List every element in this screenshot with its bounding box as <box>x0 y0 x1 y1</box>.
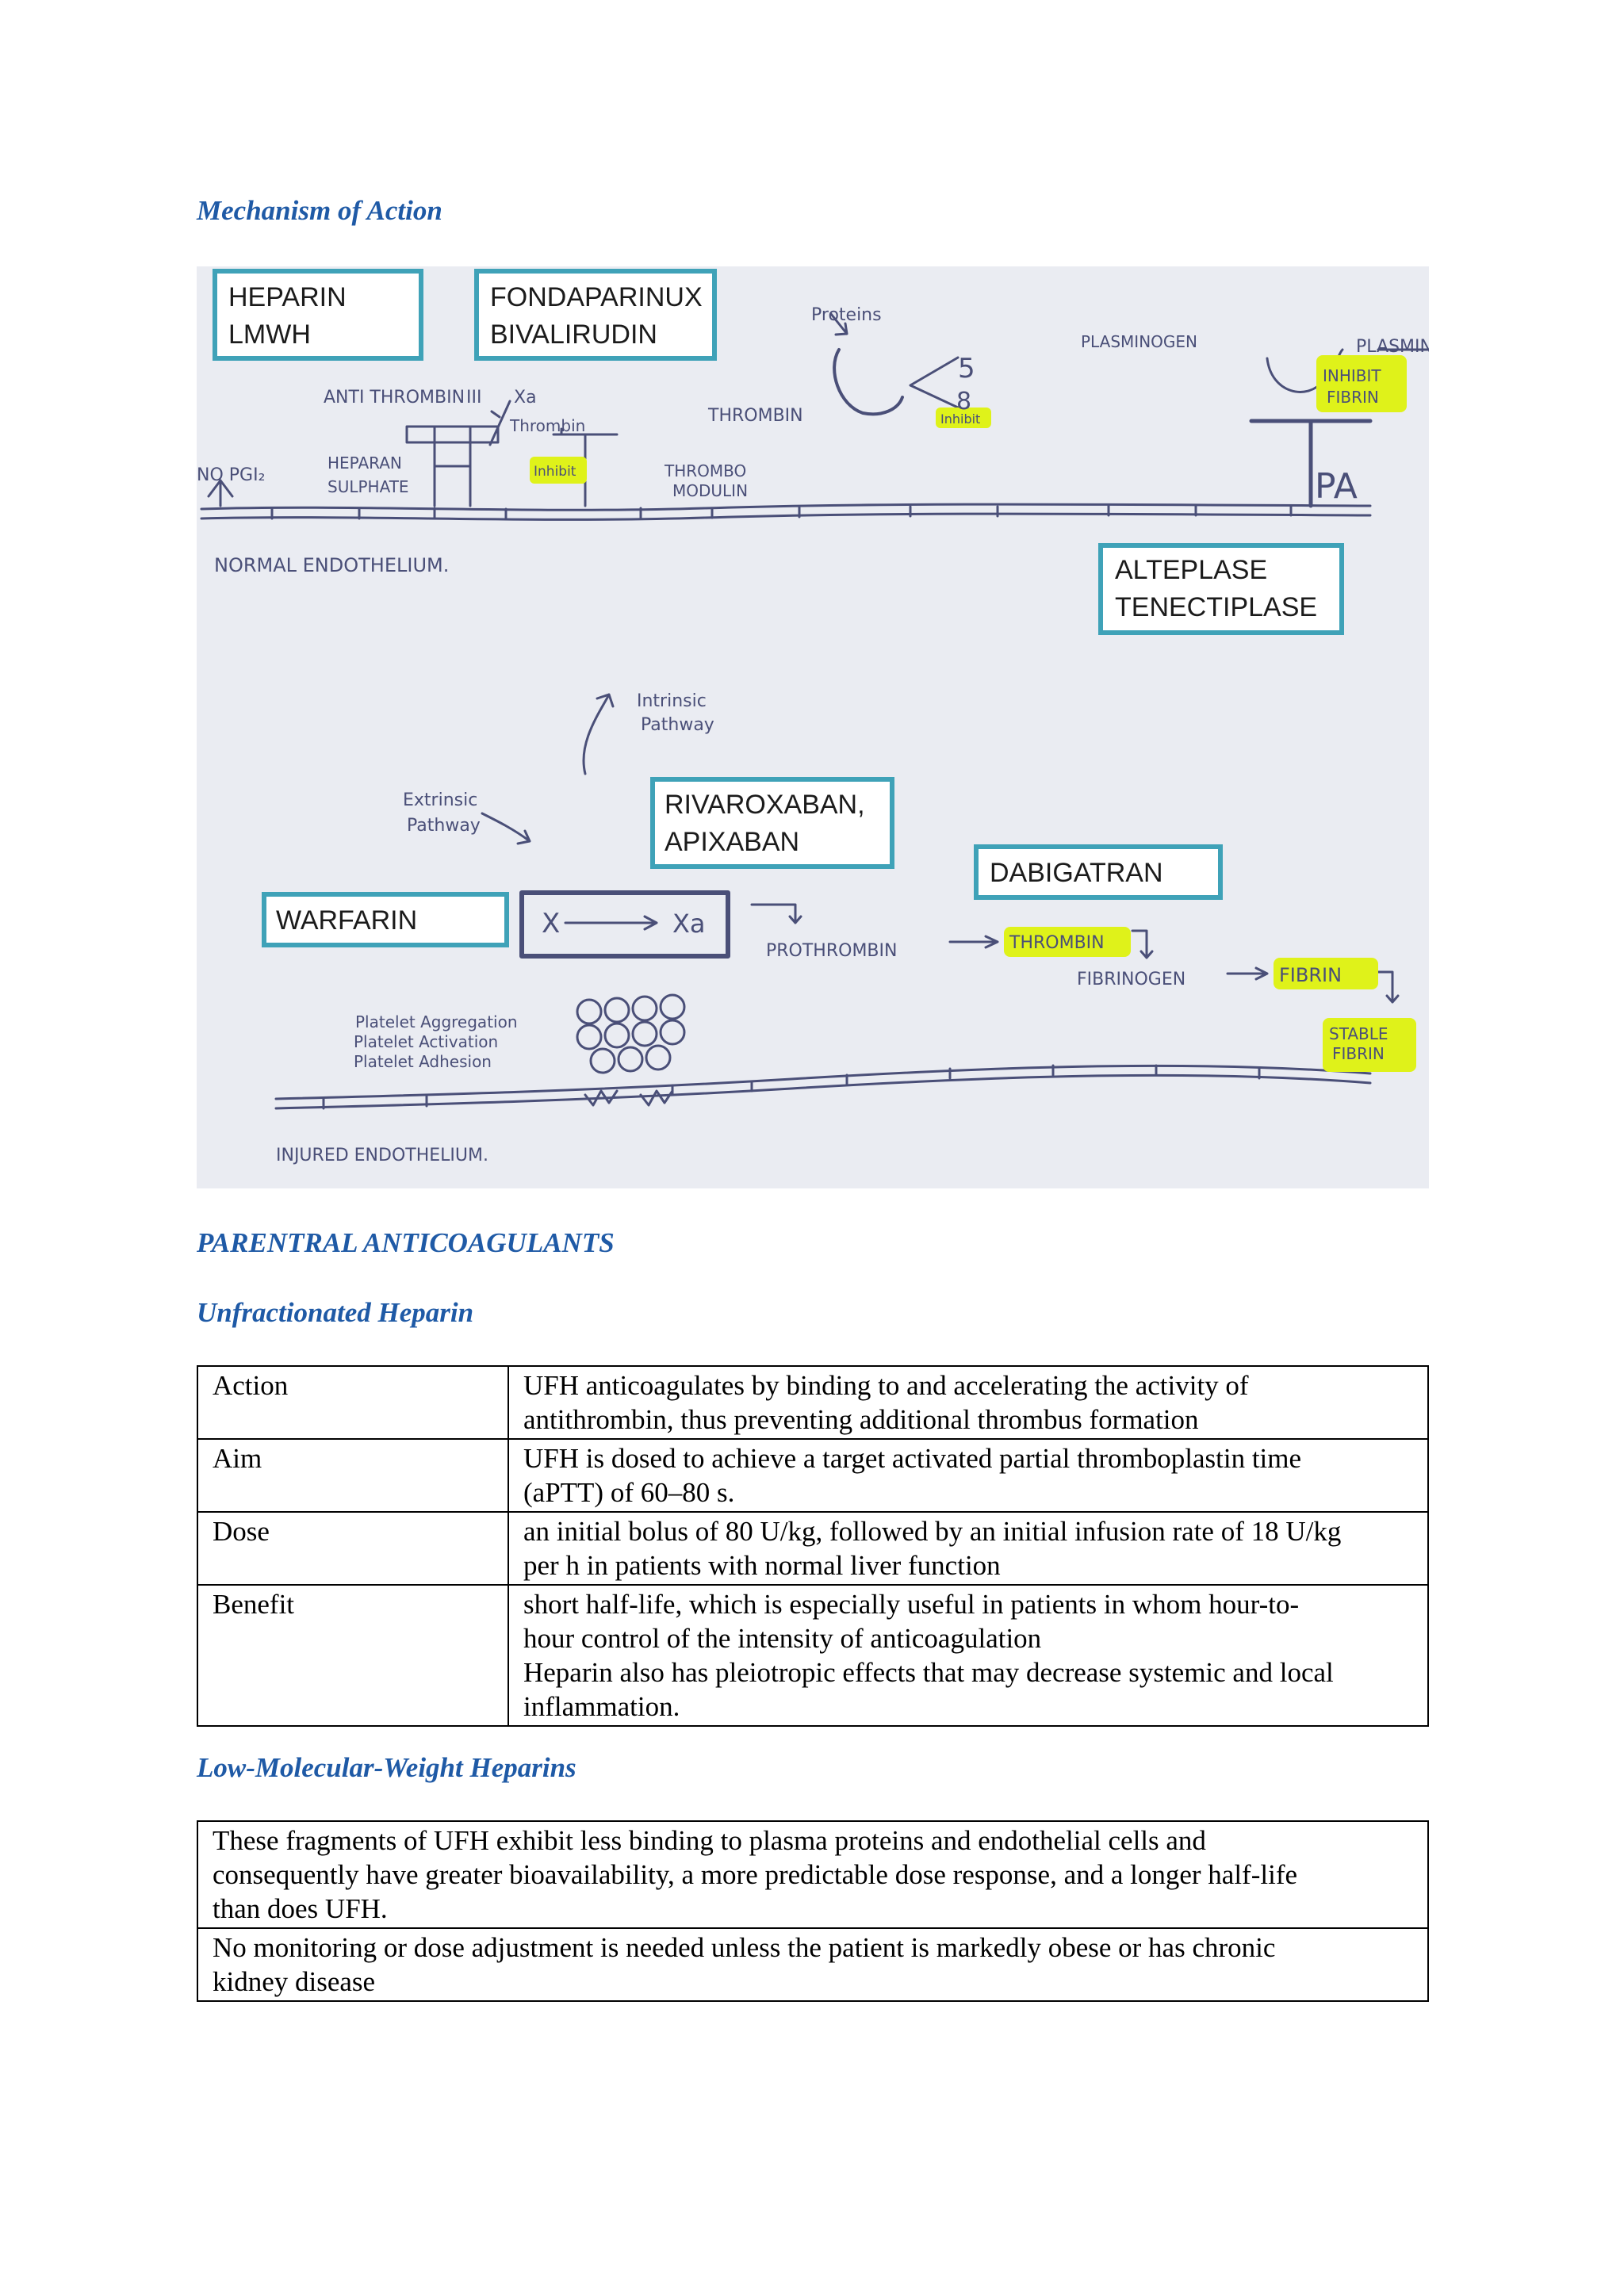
alteplase-label: ALTEPLASE <box>1115 555 1267 585</box>
lmwh-cell-bioavailability: These fragments of UFH exhibit less bind… <box>197 1820 1429 1929</box>
extrinsic-label: Extrinsic <box>403 790 477 810</box>
table-value-action: UFH anticoagulates by binding to and acc… <box>508 1365 1429 1440</box>
heparan-label: HEPARAN <box>327 453 402 473</box>
antithrombin-h-shape <box>405 425 500 507</box>
heparin-label: HEPARIN <box>228 282 347 312</box>
table-row: Aim UFH is dosed to achieve a target act… <box>197 1438 1429 1513</box>
plasmin-arrow <box>1377 348 1429 351</box>
highlights <box>530 355 1416 1072</box>
injured-endothelium-label: INJURED ENDOTHELIUM. <box>276 1146 488 1165</box>
table-key-action: Action <box>197 1365 509 1440</box>
platelet-activation-label: Platelet Activation <box>354 1032 498 1051</box>
section-heading-ufh: Unfractionated Heparin <box>197 1297 474 1328</box>
pathway-label-extrinsic: Pathway <box>407 816 481 836</box>
platelet-cluster <box>576 993 686 1074</box>
factor-xa-label: Xa <box>672 909 706 939</box>
lmwh-cell-monitoring: No monitoring or dose adjustment is need… <box>197 1927 1429 2002</box>
table-row: Dose an initial bolus of 80 U/kg, follow… <box>197 1511 1429 1586</box>
no-pgi2-label: NO PGI₂ <box>197 465 265 485</box>
section-heading-parentral: PARENTRAL ANTICOAGULANTS <box>197 1227 615 1258</box>
table-key-aim: Aim <box>197 1438 509 1513</box>
table-row: These fragments of UFH exhibit less bind… <box>197 1820 1429 1929</box>
xa-label: Xa <box>514 388 537 408</box>
inhibit-fibrin-line2: FIBRIN <box>1327 388 1379 407</box>
fibrinogen-arrow <box>1226 966 1269 981</box>
table-row: No monitoring or dose adjustment is need… <box>197 1927 1429 2002</box>
injured-endothelium-top-line <box>274 1064 1372 1100</box>
injured-endothelium-bottom-line <box>274 1073 1372 1110</box>
table-row: Action UFH anticoagulates by binding to … <box>197 1365 1429 1440</box>
intrinsic-label: Intrinsic <box>637 691 707 711</box>
platelet-aggregation-label: Platelet Aggregation <box>355 1012 518 1031</box>
inhibit-fibrin-line1: INHIBIT <box>1323 366 1381 385</box>
thrombin-hl-label: THROMBIN <box>1009 933 1105 953</box>
normal-endothelium-bottom-line <box>200 512 1372 521</box>
intrinsic-arrow <box>582 693 615 775</box>
drug-boxes <box>213 269 1344 947</box>
thrombin-to-fibrinogen-arrow <box>1131 929 1154 959</box>
extrinsic-arrow <box>481 812 531 845</box>
thrombin-top-label: Thrombin <box>509 416 585 435</box>
warfarin-label: WARFARIN <box>276 905 417 936</box>
fondaparinux-label: FONDAPARINUX <box>490 282 703 312</box>
inhibit-mid-label: Inhibit <box>534 464 576 480</box>
lmwh-label: LMWH <box>228 320 311 350</box>
normal-endothelium-label: NORMAL ENDOTHELIUM. <box>214 554 449 576</box>
pgi2-arrow <box>207 479 234 507</box>
plasmin-label: PLASMIN <box>1356 337 1429 357</box>
sulphate-label: SULPHATE <box>327 477 409 496</box>
table-value-aim: UFH is dosed to achieve a target activat… <box>508 1438 1429 1513</box>
bivalirudin-label: BIVALIRUDIN <box>490 320 657 350</box>
fibrin-hl-label: FIBRIN <box>1279 964 1342 986</box>
apixaban-label: APIXABAN <box>665 827 799 857</box>
table-key-benefit: Benefit <box>197 1584 509 1727</box>
protein-8-label: 8 <box>956 388 971 415</box>
modulin-label: MODULIN <box>672 481 748 500</box>
stable-fibrin-label: FIBRIN <box>1332 1044 1385 1063</box>
dabigatran-label: DABIGATRAN <box>990 858 1163 888</box>
proteins-label: Proteins <box>811 305 882 325</box>
tpa-label: PA <box>1315 466 1358 507</box>
normal-endothelium-top-line <box>200 503 1372 511</box>
antithrombin-label: ANTI THROMBIN <box>324 388 465 408</box>
plasminogen-label: PLASMINOGEN <box>1081 332 1197 351</box>
tpa-t-shape <box>1249 419 1373 508</box>
x-to-xa-arrow <box>564 915 658 931</box>
pathway-label-intrinsic: Pathway <box>641 715 714 735</box>
protein-c-arrows <box>909 356 959 409</box>
table-value-dose: an initial bolus of 80 U/kg, followed by… <box>508 1511 1429 1586</box>
proteins-arrow <box>829 312 848 336</box>
ufh-table: Action UFH anticoagulates by binding to … <box>197 1365 1429 1727</box>
thrombo-label: THROMBO <box>664 461 746 480</box>
table-key-dose: Dose <box>197 1511 509 1586</box>
thrombin-c-label: THROMBIN <box>707 406 803 426</box>
prothrombin-label: PROTHROMBIN <box>766 941 897 961</box>
inhibit-small-label: Inhibit <box>940 411 980 427</box>
fibrin-to-stable-arrow <box>1377 970 1400 1004</box>
lmwh-table: These fragments of UFH exhibit less bind… <box>197 1820 1429 2002</box>
protein-c-curve <box>833 348 904 416</box>
protein-5-label: 5 <box>958 353 975 385</box>
prothrombin-arrow <box>948 935 999 949</box>
factor-x-label: X <box>542 908 560 939</box>
injury-wiggles <box>584 1089 674 1107</box>
rivaroxaban-label: RIVAROXABAN, <box>665 790 865 820</box>
platelet-adhesion-label: Platelet Adhesion <box>354 1052 492 1071</box>
section-heading-lmwh: Low-Molecular-Weight Heparins <box>197 1752 576 1783</box>
mechanism-diagram: HEPARIN LMWH FONDAPARINUX BIVALIRUDIN AL… <box>197 266 1429 1188</box>
fibrinogen-label: FIBRINOGEN <box>1077 970 1185 989</box>
tenectiplase-label: TENECTIPLASE <box>1115 592 1317 622</box>
xa-to-prothrombin-arrow <box>750 903 802 924</box>
table-value-benefit: short half-life, which is especially use… <box>508 1584 1429 1727</box>
x-xa-box <box>519 890 730 959</box>
section-heading-mechanism: Mechanism of Action <box>197 195 442 226</box>
stable-label: STABLE <box>1329 1024 1388 1043</box>
table-row: Benefit short half-life, which is especi… <box>197 1584 1429 1727</box>
antithrombin-num-label: III <box>466 388 481 408</box>
antithrombin-slash <box>488 400 511 446</box>
